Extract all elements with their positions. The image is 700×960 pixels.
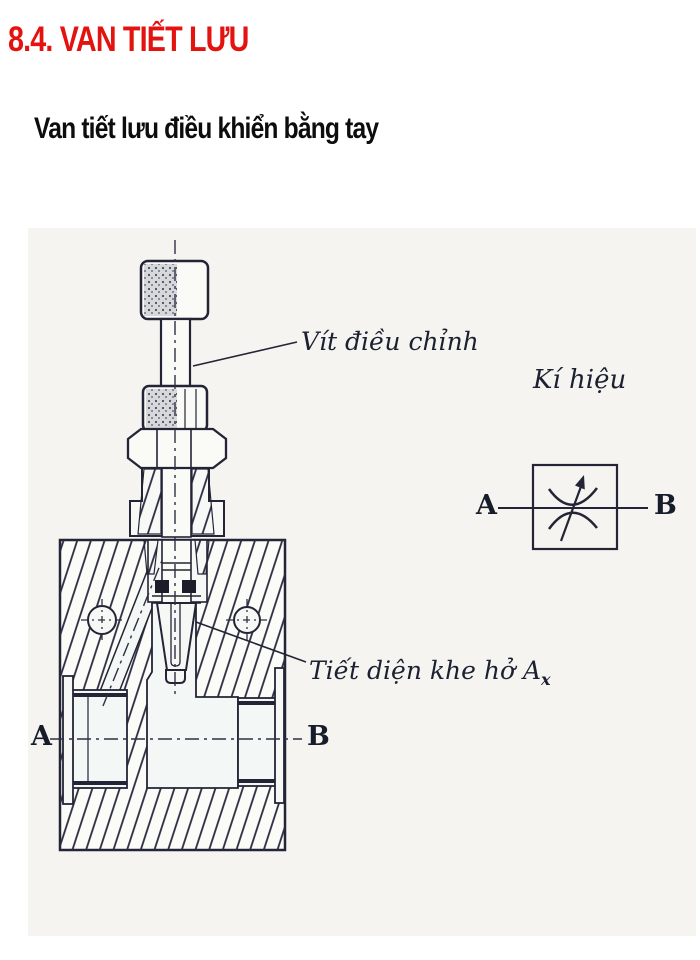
- section-port-a-label: A: [31, 721, 52, 752]
- leader-lines: [192, 341, 307, 663]
- page-subtitle: Van tiết lưu điều khiển bằng tay: [34, 112, 379, 145]
- throttle-symbol: [498, 463, 648, 551]
- gland-assembly: [129, 466, 225, 538]
- stem-assembly: [126, 259, 228, 470]
- page-title: 8.4. VAN TIẾT LƯU: [8, 20, 249, 59]
- label-gap-section-text: Tiết diện khe hở A: [309, 656, 542, 685]
- label-adjustment-screw: Vít điều chỉnh: [301, 327, 479, 356]
- symbol-port-a-label: A: [476, 490, 497, 521]
- label-gap-section: Tiết diện khe hở Ax: [309, 656, 551, 689]
- symbol-port-b-label: B: [654, 490, 677, 521]
- label-gap-section-subscript: x: [541, 670, 551, 689]
- section-port-b-label: B: [307, 721, 330, 752]
- label-symbol-caption: Kí hiệu: [533, 365, 627, 395]
- centerlines: [50, 240, 302, 740]
